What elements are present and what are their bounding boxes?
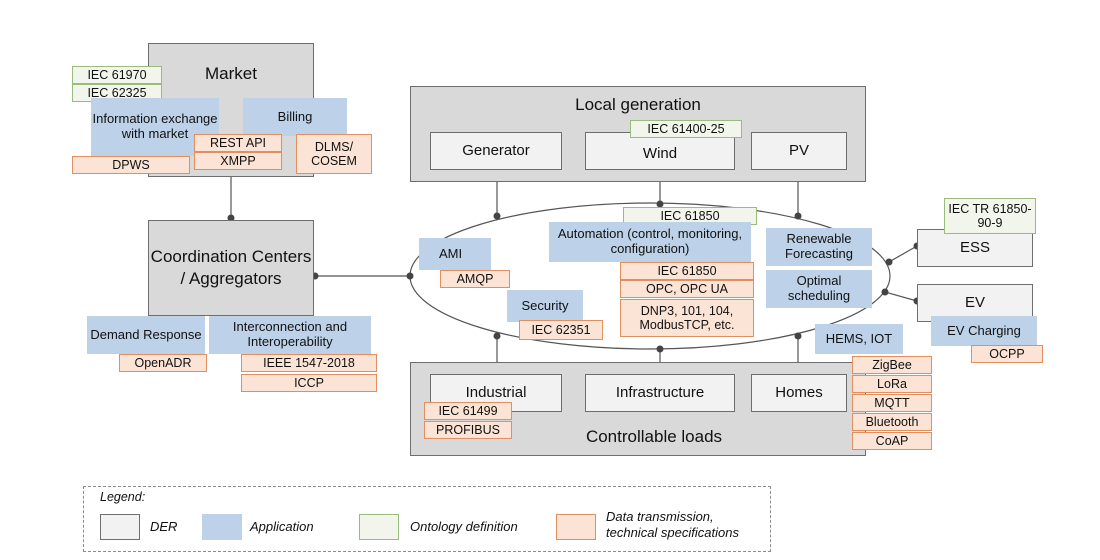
ami-box: AMI xyxy=(419,238,491,270)
iec-62351-tag: IEC 62351 xyxy=(519,320,603,340)
legend-application-swatch xyxy=(202,514,242,540)
security-box: Security xyxy=(507,290,583,322)
demand-response-box: Demand Response xyxy=(87,316,205,354)
homes-box: Homes xyxy=(751,374,847,412)
market-title: Market xyxy=(205,64,257,83)
profibus-tag: PROFIBUS xyxy=(424,421,512,439)
dpws-tag: DPWS xyxy=(72,156,190,174)
ev-charging-box: EV Charging xyxy=(931,316,1037,346)
legend: Legend: DER Application Ontology definit… xyxy=(83,486,771,552)
pv-box: PV xyxy=(751,132,847,170)
ess-box: ESS xyxy=(917,229,1033,267)
legend-der-label: DER xyxy=(150,519,178,534)
legend-der-swatch xyxy=(100,514,140,540)
opc-tag: OPC, OPC UA xyxy=(620,280,754,298)
legend-ontology-label: Ontology definition xyxy=(410,519,518,534)
iec-tr-61850-90-9-tag: IEC TR 61850-90-9 xyxy=(944,198,1036,234)
billing-box: Billing xyxy=(243,98,347,136)
coordination-container: Coordination Centers / Aggregators xyxy=(148,220,314,316)
mqtt-tag: MQTT xyxy=(852,394,932,412)
legend-application-label: Application xyxy=(250,519,314,534)
hems-iot-box: HEMS, IOT xyxy=(815,324,903,354)
ev-box: EV xyxy=(917,284,1033,322)
ieee-1547-tag: IEEE 1547-2018 xyxy=(241,354,377,372)
interconnection-box: Interconnection and Interoperability xyxy=(209,316,371,354)
legend-title: Legend: xyxy=(100,490,146,504)
ocpp-tag: OCPP xyxy=(971,345,1043,363)
dnp3-tag: DNP3, 101, 104, ModbusTCP, etc. xyxy=(620,299,754,337)
legend-data-swatch xyxy=(556,514,596,540)
iec-61850-tag: IEC 61850 xyxy=(620,262,754,280)
coap-tag: CoAP xyxy=(852,432,932,450)
iec-61400-25-tag: IEC 61400-25 xyxy=(630,120,742,138)
infrastructure-box: Infrastructure xyxy=(585,374,735,412)
zigbee-tag: ZigBee xyxy=(852,356,932,374)
controllable-loads-title: Controllable loads xyxy=(585,427,723,447)
generator-box: Generator xyxy=(430,132,562,170)
lora-tag: LoRa xyxy=(852,375,932,393)
legend-data-label: Data transmission, technical specificati… xyxy=(606,509,739,541)
bluetooth-tag: Bluetooth xyxy=(852,413,932,431)
dlms-cosem-tag: DLMS/ COSEM xyxy=(296,134,372,174)
amqp-tag: AMQP xyxy=(440,270,510,288)
wind-box: Wind xyxy=(585,132,735,170)
iec-61499-tag: IEC 61499 xyxy=(424,402,512,420)
iec-61970-tag: IEC 61970 xyxy=(72,66,162,84)
renewable-forecasting-box: Renewable Forecasting xyxy=(766,228,872,266)
xmpp-tag: XMPP xyxy=(194,152,282,170)
local-generation-title: Local generation xyxy=(575,95,701,114)
optimal-scheduling-box: Optimal scheduling xyxy=(766,270,872,308)
rest-api-tag: REST API xyxy=(194,134,282,152)
automation-box: Automation (control, monitoring, configu… xyxy=(549,222,751,262)
openadr-tag: OpenADR xyxy=(119,354,207,372)
iccp-tag: ICCP xyxy=(241,374,377,392)
coordination-title: Coordination Centers / Aggregators xyxy=(150,246,312,288)
legend-ontology-swatch xyxy=(359,514,399,540)
